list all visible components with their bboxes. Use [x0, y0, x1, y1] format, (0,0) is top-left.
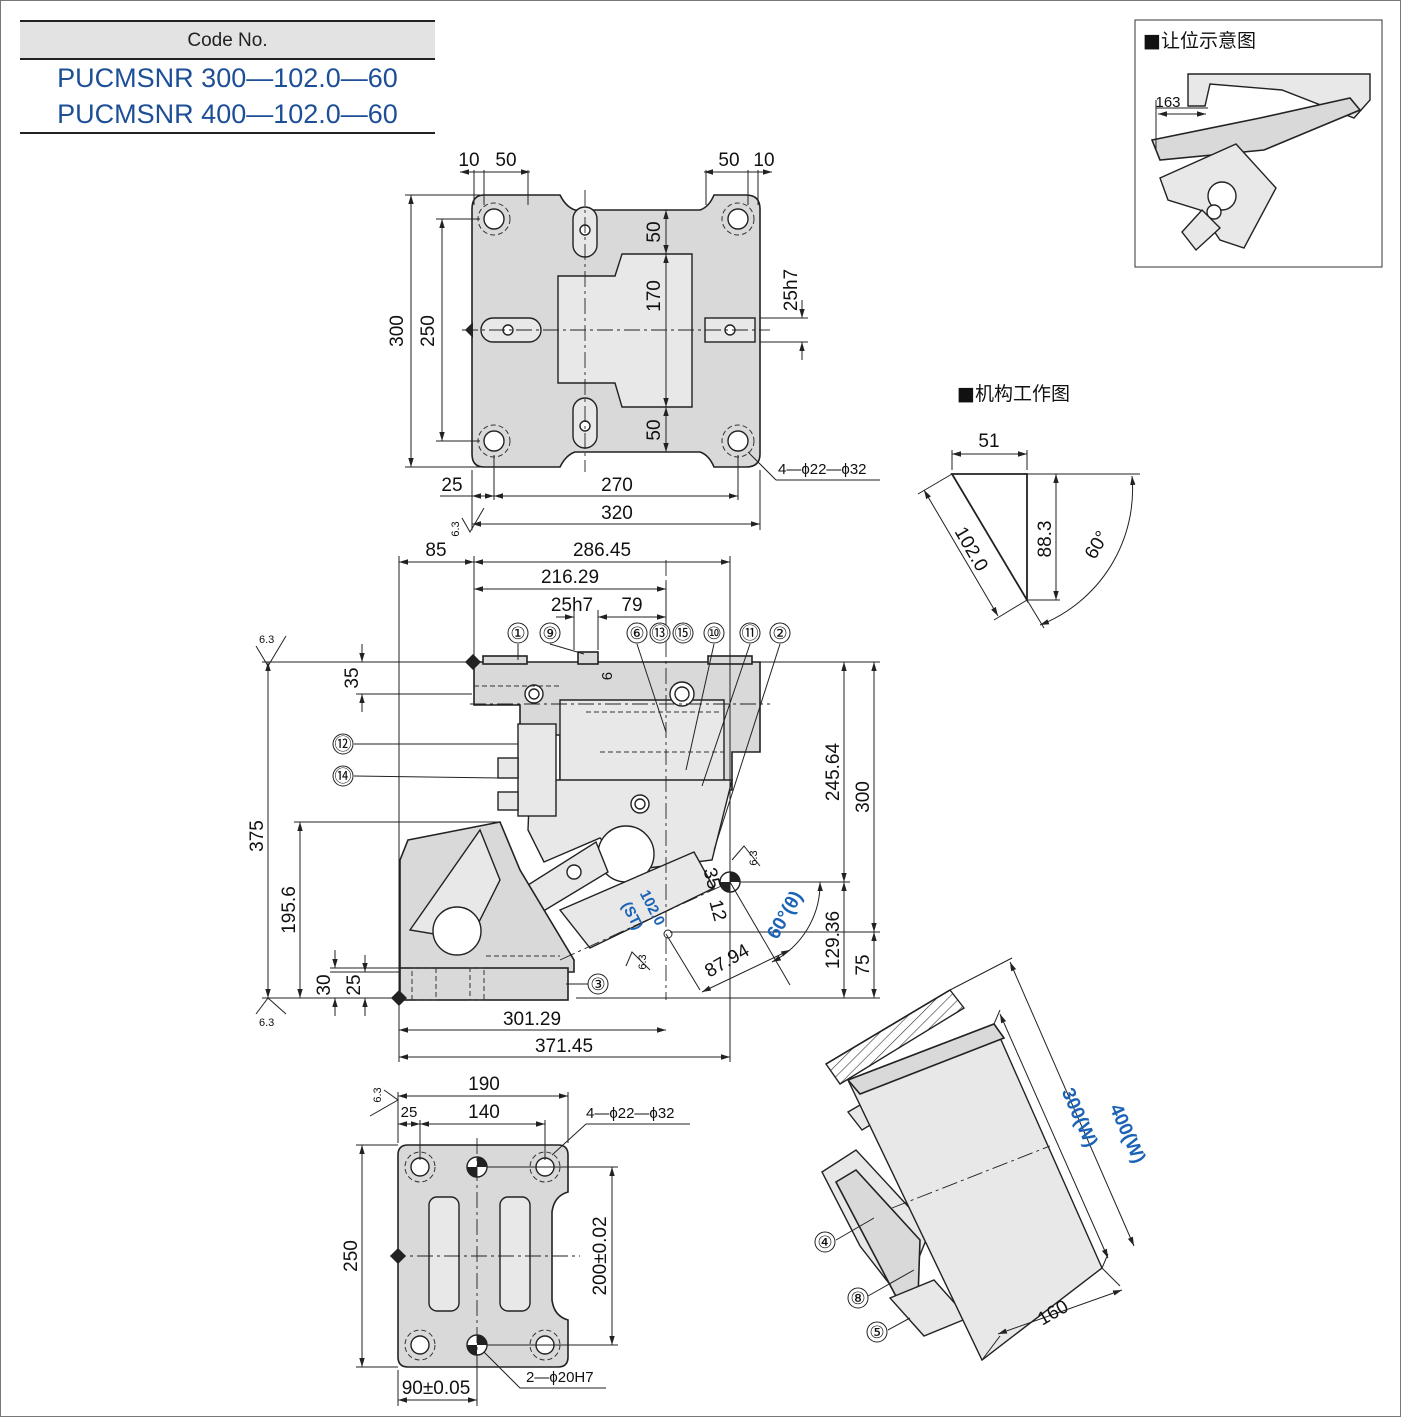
rough-bottom: 6.3 — [372, 1087, 384, 1102]
dim-163: 163 — [1155, 94, 1180, 111]
callout-6: ⑥ — [629, 624, 644, 644]
dim-25-side: 25 — [344, 974, 365, 995]
bottom-slot-left — [428, 1196, 460, 1312]
angle-60: 60° — [1081, 528, 1114, 563]
mechanism-diagram: ■机构工作图 51 102.0 88.3 60° — [917, 383, 1140, 629]
top-view: 10 50 50 10 300 250 50 170 50 25h7 25 27… — [387, 150, 880, 537]
code-row-400: PUCMSNR 400—102.0—60 — [20, 96, 435, 134]
bottom-slot-right — [499, 1196, 531, 1312]
callout-13: ⑬ — [652, 624, 669, 644]
dim-270: 270 — [601, 475, 633, 496]
callout-4: ④ — [817, 1233, 832, 1253]
dim-87-94: 87.94 — [701, 940, 753, 982]
dim-170: 170 — [644, 280, 665, 312]
dim-25-bottom: 25 — [401, 1104, 418, 1121]
dim-50-right: 50 — [718, 150, 739, 171]
dim-216-29: 216.29 — [541, 567, 599, 588]
code-table-header: Code No. — [20, 20, 435, 60]
bottom-pin-callout: 2—ϕ20H7 — [526, 1369, 594, 1386]
rough-side-b: 6.3 — [259, 1017, 274, 1029]
dim-75: 75 — [853, 954, 874, 975]
dim-300w: 300(W) — [1057, 1085, 1102, 1150]
code-number-table: Code No. PUCMSNR 300—102.0—60 PUCMSNR 40… — [20, 20, 435, 134]
dim-79: 79 — [621, 595, 642, 616]
rough-side-d: 6.3 — [637, 954, 649, 969]
dim-300-side: 300 — [853, 781, 874, 813]
callout-8: ⑧ — [850, 1289, 865, 1309]
angle-60-theta: 60°(θ) — [763, 888, 807, 943]
dim-190: 190 — [468, 1074, 500, 1095]
side-callouts: ① ⑨ ⑥ ⑬ ⑮ ⑩ ⑪ ② ⑫ ⑭ ③ — [332, 622, 791, 995]
bottom-view: 190 25 140 4—ϕ22—ϕ32 250 200±0.02 90±0.0… — [341, 1074, 690, 1406]
side-bracket-12 — [517, 723, 557, 817]
callout-14: ⑭ — [335, 767, 352, 787]
dim-25h7-key: 25h7 — [781, 269, 802, 311]
isometric-view: 300(W) 400(W) 160 ④ ⑧ ⑤ — [814, 957, 1150, 1362]
rough-side-c: 6.3 — [748, 850, 760, 865]
dim-30: 30 — [314, 974, 335, 995]
side-base-hole — [432, 906, 482, 956]
callout-1: ① — [510, 624, 525, 644]
dim-140: 140 — [468, 1102, 500, 1123]
dim-371-45: 371.45 — [535, 1036, 593, 1057]
side-guide-block — [559, 699, 725, 789]
rough-side-a: 6.3 — [259, 634, 274, 646]
callout-9: ⑨ — [542, 624, 557, 644]
bottom-hole-callout: 4—ϕ22—ϕ32 — [586, 1105, 675, 1122]
dim-25h7-side: 25h7 — [551, 595, 593, 616]
dim-50-left: 50 — [495, 150, 516, 171]
top-center-window — [557, 253, 693, 408]
dim-9: 9 — [598, 672, 615, 680]
side-key-9 — [577, 651, 599, 665]
dim-286-45: 286.45 — [573, 540, 631, 561]
dim-51: 51 — [978, 431, 999, 452]
dim-129-36: 129.36 — [823, 911, 844, 969]
side-stopper-14 — [497, 757, 519, 779]
dim-35-top: 35 — [342, 667, 363, 688]
callout-5: ⑤ — [869, 1323, 884, 1343]
dim-10-left: 10 — [458, 150, 479, 171]
dim-200-tol: 200±0.02 — [590, 1216, 611, 1295]
dim-300-height: 300 — [387, 315, 408, 347]
side-top-key-left — [482, 655, 528, 665]
dim-88-3: 88.3 — [1035, 521, 1056, 558]
dim-85: 85 — [425, 540, 446, 561]
mechanism-title: ■机构工作图 — [957, 383, 1070, 405]
callout-2: ② — [772, 624, 787, 644]
callout-3: ③ — [590, 975, 605, 995]
callout-10: ⑩ — [706, 624, 721, 644]
dim-301-29: 301.29 — [503, 1009, 561, 1030]
dim-50-bottom: 50 — [644, 419, 665, 440]
side-slider — [558, 851, 715, 949]
dim-50-top: 50 — [644, 221, 665, 242]
dim-250-height: 250 — [418, 315, 439, 347]
dim-25: 25 — [441, 475, 462, 496]
dim-195-6: 195.6 — [279, 886, 300, 934]
dim-400w: 400(W) — [1105, 1101, 1150, 1166]
side-view: 85 286.45 216.29 25h7 79 9 375 195.6 30 … — [247, 540, 880, 1062]
top-hole-callout: 4—ϕ22—ϕ32 — [778, 461, 867, 478]
clearance-inset: ■让位示意图 163 — [1134, 19, 1383, 268]
dim-245-64: 245.64 — [823, 743, 844, 802]
clearance-title: ■让位示意图 — [1143, 30, 1256, 52]
dim-12: 12 — [704, 898, 730, 924]
dim-90-tol: 90±0.05 — [402, 1378, 471, 1399]
callout-15: ⑮ — [675, 624, 692, 644]
dim-375: 375 — [247, 820, 268, 852]
dim-250-bottom: 250 — [341, 1240, 362, 1272]
dim-320: 320 — [601, 503, 633, 524]
callout-11: ⑪ — [742, 624, 759, 644]
dim-10-right: 10 — [753, 150, 774, 171]
callout-12: ⑫ — [335, 735, 352, 755]
code-row-300: PUCMSNR 300—102.0—60 — [57, 63, 398, 93]
rough-top: 6.3 — [450, 521, 462, 536]
